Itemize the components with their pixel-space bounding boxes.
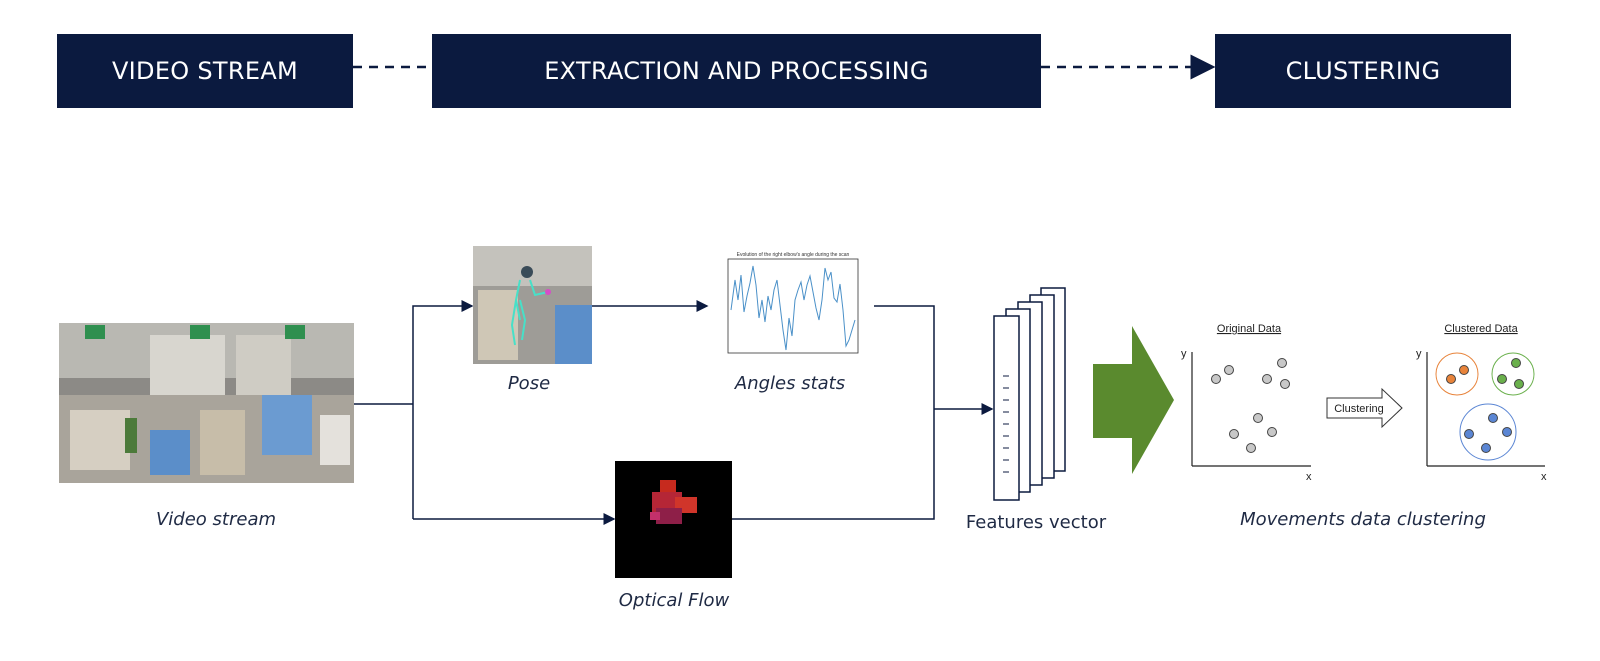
angles-plot-title: Evolution of the right elbow's angle dur… (737, 252, 850, 258)
banner-video-stream: VIDEO STREAM (57, 34, 353, 108)
original-point (1246, 443, 1256, 453)
caption-video-stream: Video stream (155, 509, 277, 530)
original-y-label: y (1181, 348, 1187, 360)
caption-features-vector: Features vector (965, 512, 1107, 533)
green-point (1511, 358, 1521, 368)
original-point (1229, 429, 1239, 439)
original-point (1262, 374, 1272, 384)
original-point (1253, 413, 1263, 423)
banner-extraction-processing: EXTRACTION AND PROCESSING (432, 34, 1041, 108)
optical-flow-image (615, 461, 732, 578)
clustered-y-label: y (1416, 348, 1422, 360)
blue-cluster-ring (1459, 403, 1517, 461)
original-x-label: x (1306, 471, 1312, 483)
flow-to-features-line (731, 409, 935, 520)
orange-cluster-ring (1435, 352, 1479, 396)
caption-optical-flow: Optical Flow (618, 590, 730, 611)
warehouse-video-image (59, 323, 354, 483)
original-data-title: Original Data (1217, 323, 1282, 335)
clustering-arrow-label: Clustering (1334, 403, 1384, 415)
branch-line-to-pose (412, 300, 474, 519)
orange-point (1459, 365, 1469, 375)
orange-point (1446, 374, 1456, 384)
green-point (1497, 374, 1507, 384)
original-point (1211, 374, 1221, 384)
original-point (1280, 379, 1290, 389)
blue-point (1464, 429, 1474, 439)
banner-clustering: CLUSTERING (1215, 34, 1511, 108)
clustering-arrow: Clustering (1326, 387, 1403, 429)
angles-line (730, 265, 856, 351)
caption-pose: Pose (507, 373, 551, 394)
features-vector-stack (993, 287, 1066, 501)
blue-point (1502, 427, 1512, 437)
caption-movements-clustering: Movements data clustering (1240, 509, 1486, 530)
clustered-x-label: x (1541, 471, 1547, 483)
pose-image (473, 246, 592, 364)
green-cluster-ring (1491, 352, 1535, 396)
original-data-plot: y x Original Data (1181, 323, 1312, 483)
blue-point (1481, 443, 1491, 453)
original-point (1277, 358, 1287, 368)
caption-angles-stats: Angles stats (734, 373, 846, 394)
angles-stats-plot: Evolution of the right elbow's angle dur… (727, 252, 859, 354)
clustered-data-plot: y x Clustered Data (1416, 323, 1547, 483)
original-point (1267, 427, 1277, 437)
clustered-data-title: Clustered Data (1444, 323, 1518, 335)
green-point (1514, 379, 1524, 389)
big-green-arrow (1093, 326, 1174, 474)
original-point (1224, 365, 1234, 375)
angles-to-features-line (874, 305, 935, 409)
blue-point (1488, 413, 1498, 423)
